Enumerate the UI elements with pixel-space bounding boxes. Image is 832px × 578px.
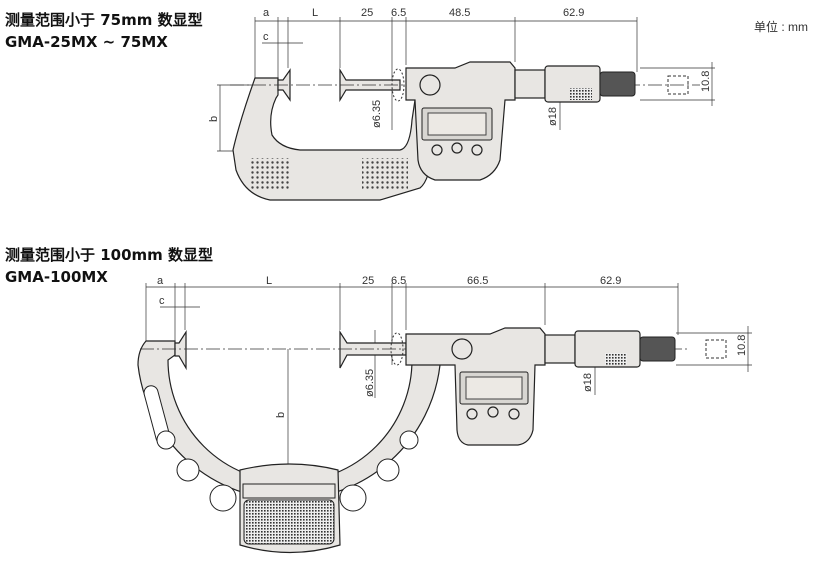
lock-knob[interactable]	[451, 338, 473, 360]
button-1[interactable]	[431, 144, 443, 156]
dim-L: L	[312, 7, 318, 19]
ratchet[interactable]	[599, 71, 636, 97]
dim-b: b	[275, 412, 287, 418]
button-3[interactable]	[508, 408, 520, 420]
ratchet[interactable]	[639, 336, 676, 362]
micrometer-100mm: a L 25 6.5 66.5 62.9 c b ø6.35 ø18 10.8	[137, 275, 752, 554]
dim-25: 25	[362, 275, 374, 287]
model-100mm: GMA-100MX	[5, 268, 108, 286]
unit-label: 单位 : mm	[754, 20, 808, 34]
grip-knurl	[243, 499, 335, 545]
thimble-knurl	[605, 353, 627, 365]
dim-c: c	[263, 31, 269, 43]
sleeve	[514, 69, 546, 99]
anvil-face	[174, 329, 187, 371]
title-100mm: 测量范围小于 100mm 数显型	[5, 246, 214, 264]
sleeve	[544, 334, 576, 364]
grip-label-plate	[242, 483, 336, 499]
micrometer-75mm: a L 25 6.5 48.5 62.9 c b ø6.35 ø18 10.8	[208, 7, 715, 201]
dim-c: c	[159, 295, 165, 307]
dim-b: b	[208, 116, 220, 122]
dim-sleeve: 62.9	[600, 275, 621, 287]
title-small-range: 测量范围小于 75mm 数显型	[5, 11, 203, 29]
ratchet-outline	[667, 75, 689, 95]
dim-a: a	[263, 7, 270, 19]
dim-thimble-dia: ø18	[547, 107, 559, 126]
dim-sleeve: 62.9	[563, 7, 584, 19]
dim-spindle-dia: ø6.35	[371, 100, 383, 128]
dim-height: 10.8	[736, 335, 748, 356]
dim-25: 25	[361, 7, 373, 19]
frame-holes	[143, 385, 419, 512]
dim-6-5: 6.5	[391, 275, 406, 287]
dim-a: a	[157, 275, 164, 287]
dim-height: 10.8	[700, 71, 712, 92]
thimble-knurl	[570, 88, 592, 100]
ratchet-outline	[705, 339, 727, 359]
dim-body: 48.5	[449, 7, 470, 19]
button-1[interactable]	[466, 408, 478, 420]
spindle-face	[339, 329, 407, 369]
button-3[interactable]	[471, 144, 483, 156]
button-2[interactable]	[487, 406, 499, 418]
model-small-range: GMA-25MX ~ 75MX	[5, 33, 168, 51]
lock-knob[interactable]	[419, 74, 441, 96]
dim-thimble-dia: ø18	[582, 373, 594, 392]
grip-dots	[250, 158, 408, 190]
button-2[interactable]	[451, 142, 463, 154]
lcd-screen	[427, 112, 487, 136]
lcd-screen	[465, 376, 523, 400]
dim-body: 66.5	[467, 275, 488, 287]
dim-L: L	[266, 275, 272, 287]
dim-spindle-dia: ø6.35	[364, 369, 376, 397]
dim-6-5: 6.5	[391, 7, 406, 19]
dimension-lines-bottom	[145, 283, 752, 472]
